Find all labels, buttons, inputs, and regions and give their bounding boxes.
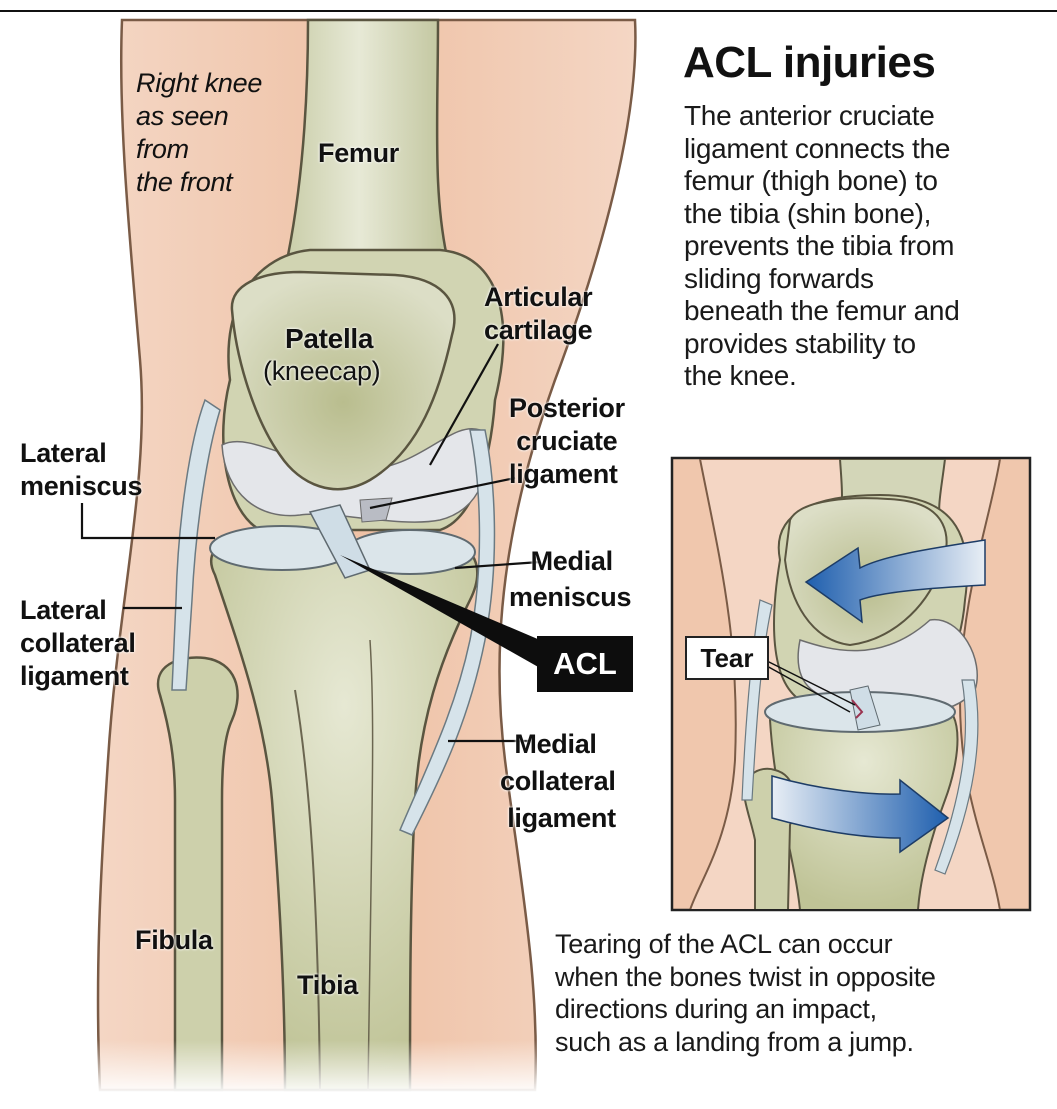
medial-collateral-ligament <box>399 429 496 836</box>
label-posterior-cruciate-ligament: Posterior cruciate ligament <box>509 393 625 489</box>
label-articular-cartilage: Articular cartilage <box>484 282 593 345</box>
label-acl: ACL <box>537 636 633 692</box>
label-lateral-meniscus: Lateral meniscus <box>20 438 143 501</box>
page-title: ACL injuries <box>683 38 936 87</box>
arrow-right-icon <box>771 775 950 854</box>
label-femur: Femur <box>318 138 400 168</box>
caption-text: Tearing of the ACL can occur when the bo… <box>555 929 936 1057</box>
inset-panel <box>670 456 1032 912</box>
arrow-left-icon <box>804 539 986 624</box>
label-patella: Patella <box>285 323 374 354</box>
label-tibia: Tibia <box>297 970 359 1000</box>
label-fibula: Fibula <box>135 925 213 955</box>
leader-lines <box>80 343 541 743</box>
lateral-collateral-ligament <box>171 398 221 691</box>
view-note: Right knee as seen from the front <box>136 68 263 197</box>
label-medial-meniscus: Medial meniscus <box>509 546 632 612</box>
top-rule <box>0 10 1057 12</box>
label-medial-collateral-ligament: Medial collateral ligament <box>500 729 616 833</box>
label-lateral-collateral-ligament: Lateral collateral ligament <box>20 595 136 691</box>
acl-pointer <box>340 555 540 668</box>
label-patella-sub: (kneecap) <box>263 356 381 386</box>
description-text: The anterior cruciate ligament connects … <box>684 100 960 391</box>
label-tear: Tear <box>685 636 769 680</box>
patella <box>230 270 456 491</box>
